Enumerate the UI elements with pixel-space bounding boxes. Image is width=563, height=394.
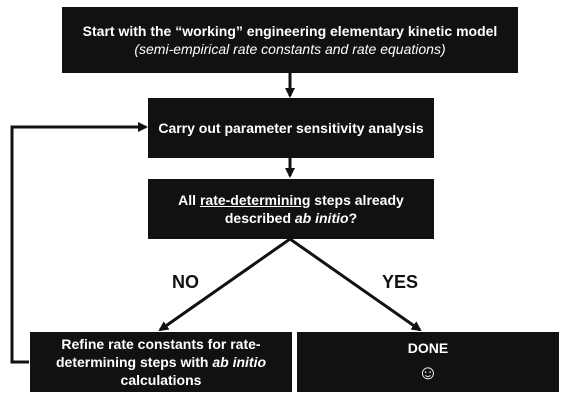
- smiley-icon: ☺: [417, 362, 439, 384]
- refine-line-3: calculations: [120, 372, 202, 388]
- start-title: Start with the “working” engineering ele…: [82, 23, 498, 39]
- rate-determining-underlined: rate-determining: [199, 192, 311, 208]
- no-label: NO: [172, 272, 199, 292]
- sensitivity-text: Carry out parameter sensitivity analysis: [158, 120, 424, 136]
- done-text: DONE: [407, 340, 449, 356]
- sensitivity-box: Carry out parameter sensitivity analysis: [148, 98, 434, 158]
- refine-line-2: determining steps with ab initio: [55, 354, 267, 370]
- done-box: DONE ☺: [297, 332, 559, 392]
- refine-box: Refine rate constants for rate- determin…: [30, 332, 292, 392]
- start-subtitle: (semi-empirical rate constants and rate …: [134, 41, 446, 57]
- arrow-decision-to-done: [289, 237, 422, 332]
- arrow-feedback-loop: [10, 122, 148, 364]
- decision-line-1: All rate-determining steps already: [178, 192, 404, 208]
- start-box: Start with the “working” engineering ele…: [62, 7, 518, 73]
- decision-box: All rate-determining steps already descr…: [148, 179, 434, 239]
- decision-line-2: described ab initio?: [224, 210, 358, 226]
- yes-label: YES: [382, 272, 419, 292]
- refine-line-1: Refine rate constants for rate-: [61, 336, 261, 352]
- arrow-decision-to-refine: [158, 237, 291, 332]
- ab-initio-italic: ab initio: [294, 210, 349, 226]
